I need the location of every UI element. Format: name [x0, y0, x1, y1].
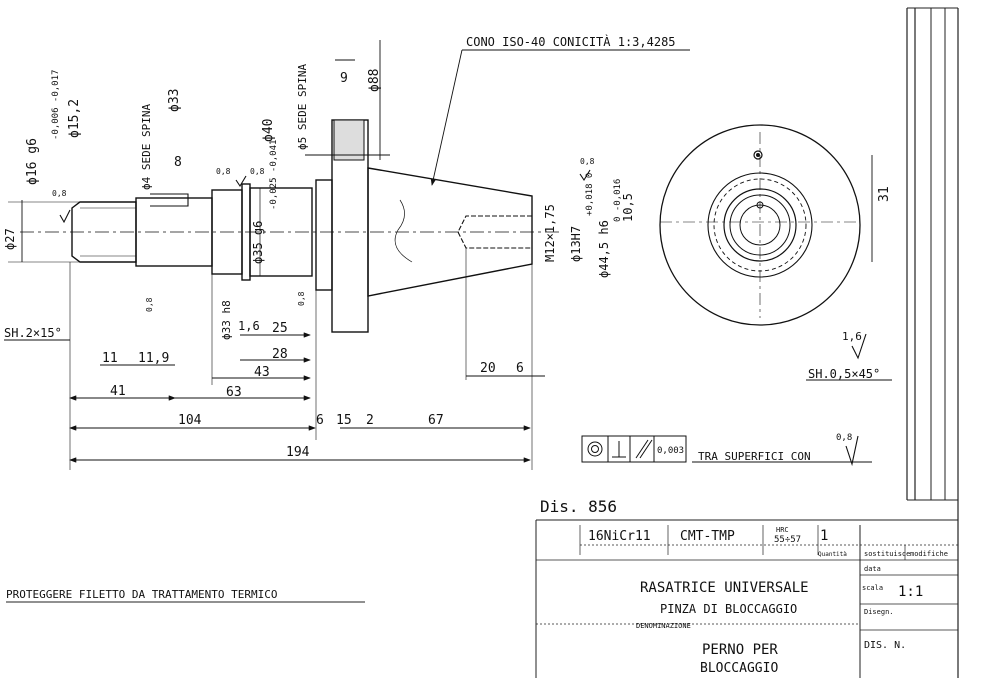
label-l31: 31 [877, 186, 892, 202]
label-l63: 63 [226, 385, 242, 400]
label-d88: ϕ88 [367, 69, 382, 92]
label-finish-5: 0,8 [145, 297, 154, 312]
machine-name: RASATRICE UNIVERSALE [640, 580, 809, 596]
heat-treatment: CMT-TMP [680, 529, 735, 544]
label-finish-secondary: 1,6 [842, 330, 862, 343]
label-d44-5: ϕ44,5 h6 [597, 220, 611, 278]
title-block-frame [6, 519, 958, 678]
scale-value: 1:1 [898, 584, 923, 600]
label-l8: 8 [174, 155, 182, 170]
dis-n-label: DIS. N. [864, 640, 906, 651]
chamfer-right: SH.0,5×45° [808, 367, 880, 381]
label-d13: ϕ13H7 [569, 226, 583, 262]
label-d13-tol: +0,018 0 [585, 173, 595, 216]
disegnato-label: Disegn. [864, 608, 894, 616]
label-l67: 67 [428, 413, 444, 428]
chamfer-left: SH.2×15° [4, 326, 62, 340]
label-d35: ϕ35 g6 [251, 221, 265, 264]
label-d5-pin: ϕ5 SEDE SPINA [296, 64, 309, 150]
label-d33: ϕ33 [167, 89, 182, 112]
hardness-value: 55÷57 [774, 535, 801, 545]
label-finish-3: 0,8 [250, 167, 265, 176]
label-l25: 25 [272, 321, 288, 336]
drawing-labels: CONO ISO-40 CONICITÀ 1:3,4285 ϕ16 g6 -0,… [3, 34, 892, 601]
header-sostituisce: sostituisce [864, 550, 910, 558]
scale-label: scala [862, 584, 883, 592]
drawing-number: Dis. 856 [540, 497, 617, 516]
label-l11: 11 [102, 351, 118, 366]
label-l10-5: 10,5 [621, 193, 635, 222]
hardness-label: HRC [776, 526, 789, 534]
label-l11-9: 11,9 [138, 351, 169, 366]
geometric-tolerance-frame [581, 435, 687, 463]
label-m12: M12×1,75 [543, 204, 557, 262]
label-d15-2: ϕ15,2 [67, 99, 82, 138]
label-d44-5-tol: 0 -0,016 [613, 179, 623, 222]
part-name-line1: PERNO PER [702, 642, 778, 658]
header-modifiche: modifiche [910, 550, 948, 558]
heat-treatment-note: PROTEGGERE FILETTO DA TRATTAMENTO TERMIC… [6, 588, 278, 601]
label-l6: 6 [316, 413, 324, 428]
label-finish-1: 0,8 [52, 189, 67, 198]
label-d35-tol: -0,025 -0,041 [269, 140, 279, 210]
surface-finish-symbols [59, 169, 867, 467]
material: 16NiCr11 [588, 529, 651, 544]
label-l20: 20 [480, 361, 496, 376]
label-d16: ϕ16 g6 [25, 138, 40, 185]
label-finish-6: 0,8 [297, 291, 306, 306]
label-l1-6: 1,6 [238, 319, 260, 333]
label-l15: 15 [336, 413, 352, 428]
sheet-border [906, 7, 959, 678]
denominazione-label: DENOMINAZIONE [636, 622, 691, 630]
tolerance-text: TRA SUPERFICI CON [698, 450, 811, 463]
label-finish-main: 0,8 [836, 433, 852, 443]
label-d40: ϕ40 [261, 119, 276, 142]
label-d4-pin: ϕ4 SEDE SPINA [140, 104, 153, 190]
label-d16-tol: -0,006 -0,017 [51, 70, 61, 140]
label-l2: 2 [366, 413, 374, 428]
end-view [659, 124, 861, 326]
header-quantity: Quantità [818, 551, 847, 558]
quantity: 1 [820, 528, 828, 544]
part-name-line2: BLOCCAGGIO [700, 661, 778, 676]
title-block: Dis. 856 16NiCr11 CMT-TMP HRC 55÷57 1 Qu… [540, 497, 948, 676]
label-l28: 28 [272, 347, 288, 362]
label-l194: 194 [286, 445, 310, 460]
label-finish-2: 0,8 [216, 167, 231, 176]
label-l9: 9 [340, 71, 348, 86]
taper-note: CONO ISO-40 CONICITÀ 1:3,4285 [466, 34, 676, 49]
shaft-side-view [20, 119, 560, 333]
dimension-lines [4, 40, 892, 470]
label-l6b: 6 [516, 361, 524, 376]
label-l43: 43 [254, 365, 270, 380]
tolerance-value: 0,003 [657, 446, 684, 456]
label-finish-4: 0,8 [580, 157, 595, 166]
label-l104: 104 [178, 413, 202, 428]
group-name: PINZA DI BLOCCAGGIO [660, 602, 797, 616]
label-d33h8: ϕ33 h8 [220, 300, 233, 340]
label-l41: 41 [110, 384, 126, 399]
label-d27: ϕ27 [3, 228, 17, 250]
header-data: data [864, 565, 881, 573]
